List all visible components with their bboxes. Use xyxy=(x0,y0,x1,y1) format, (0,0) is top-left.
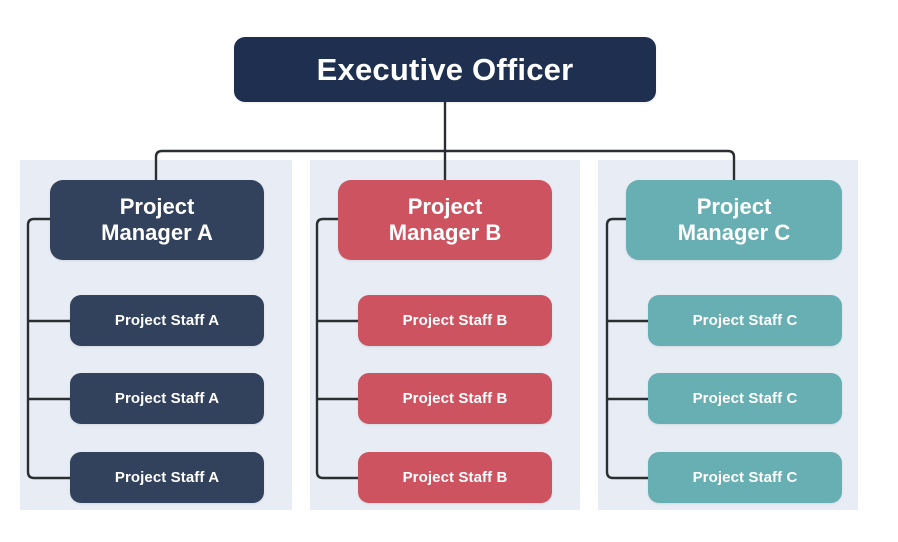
node-project-staff-b-1-label: Project Staff B xyxy=(402,312,508,329)
node-project-manager-c-label: Project Manager C xyxy=(678,194,790,246)
node-project-staff-c-1-label: Project Staff C xyxy=(692,312,798,329)
manager-c-line2: Manager C xyxy=(677,220,791,245)
node-project-staff-a-3-label: Project Staff A xyxy=(114,469,220,486)
node-project-staff-b-3[interactable]: Project Staff B xyxy=(358,452,552,503)
node-project-staff-b-2-label: Project Staff B xyxy=(402,390,508,407)
node-project-staff-c-1[interactable]: Project Staff C xyxy=(648,295,842,346)
node-project-staff-a-2-label: Project Staff A xyxy=(114,390,220,407)
node-project-staff-b-2[interactable]: Project Staff B xyxy=(358,373,552,424)
node-executive-officer-label: Executive Officer xyxy=(316,51,574,87)
node-project-manager-b-label: Project Manager B xyxy=(389,194,501,246)
manager-b-line1: Project xyxy=(407,194,483,220)
node-project-staff-a-3[interactable]: Project Staff A xyxy=(70,452,264,503)
manager-a-line1: Project xyxy=(119,194,195,220)
node-project-staff-a-1-label: Project Staff A xyxy=(114,312,220,329)
manager-a-line2: Manager A xyxy=(101,220,213,245)
node-project-staff-b-1[interactable]: Project Staff B xyxy=(358,295,552,346)
node-project-staff-c-2-label: Project Staff C xyxy=(692,390,798,407)
node-project-manager-a-label: Project Manager A xyxy=(101,194,213,246)
node-project-manager-c[interactable]: Project Manager C xyxy=(626,180,842,260)
node-project-manager-b[interactable]: Project Manager B xyxy=(338,180,552,260)
node-project-staff-c-3-label: Project Staff C xyxy=(692,469,798,486)
node-project-staff-a-1[interactable]: Project Staff A xyxy=(70,295,264,346)
node-project-staff-c-3[interactable]: Project Staff C xyxy=(648,452,842,503)
manager-c-line1: Project xyxy=(696,194,772,220)
node-project-staff-a-2[interactable]: Project Staff A xyxy=(70,373,264,424)
node-project-staff-c-2[interactable]: Project Staff C xyxy=(648,373,842,424)
node-project-staff-b-3-label: Project Staff B xyxy=(402,469,508,486)
manager-b-line2: Manager B xyxy=(388,220,502,245)
node-executive-officer[interactable]: Executive Officer xyxy=(234,37,656,102)
node-project-manager-a[interactable]: Project Manager A xyxy=(50,180,264,260)
